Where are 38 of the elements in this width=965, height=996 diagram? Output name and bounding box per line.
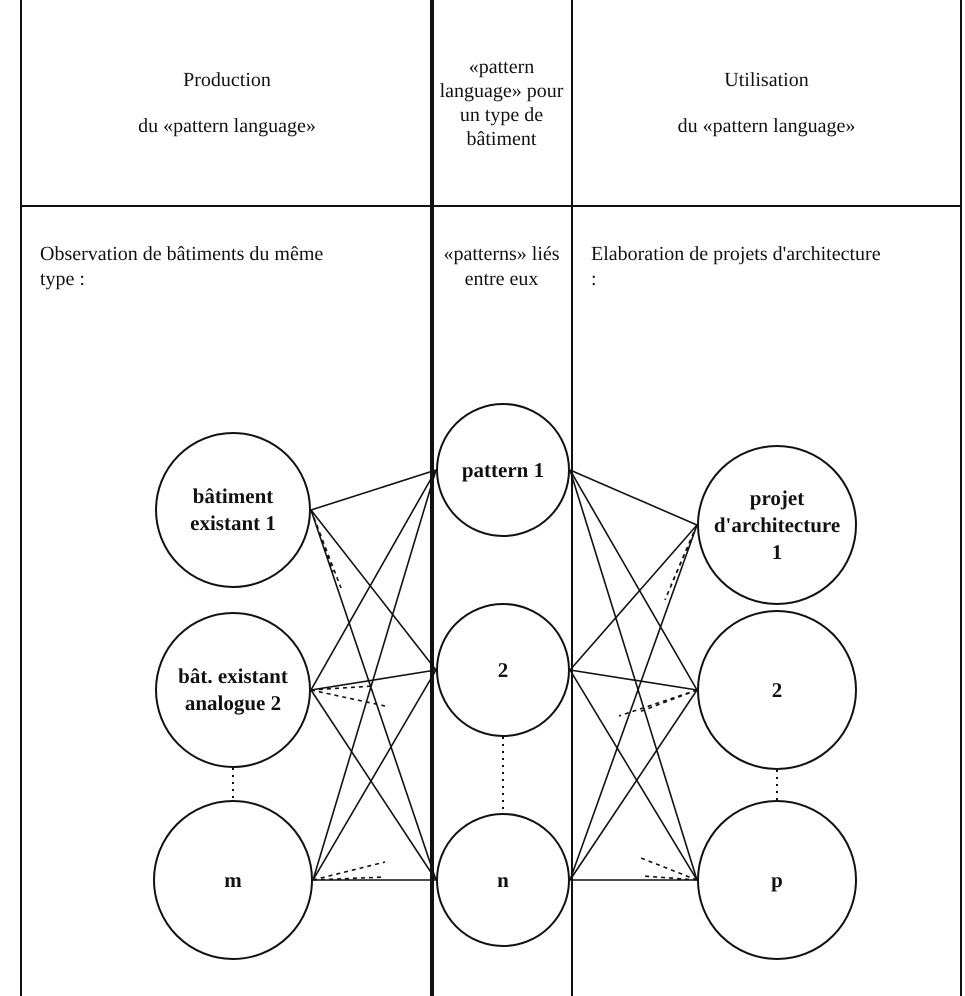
connector-line [310, 669, 436, 691]
circle-label: bât. existant analogue 2 [177, 663, 289, 717]
circle-label: 2 [770, 676, 784, 704]
circle-label: bâtiment existant 1 [189, 483, 277, 537]
connector-line [310, 510, 437, 670]
dashed-stub-line [310, 689, 386, 707]
circle-label: p [770, 866, 784, 894]
column-subheading: Elaboration de projets d'architecture : [591, 242, 882, 292]
dotted-line [776, 770, 778, 800]
dashed-stub-line [670, 524, 698, 586]
column-panel [430, 0, 573, 996]
connector-line [569, 524, 698, 671]
column-panel [20, 0, 434, 996]
circle-label: n [496, 866, 510, 894]
circle-label: pattern 1 [460, 456, 546, 484]
column-panel [571, 0, 962, 996]
dashed-stub-line [640, 857, 698, 881]
connector-line [569, 470, 698, 690]
connector-line [310, 470, 437, 690]
column-subheading: Observation de bâtiments du même type : [40, 242, 324, 292]
column-heading: Production [183, 68, 271, 92]
column-heading: du «pattern language» [678, 114, 856, 138]
dashed-stub-line [310, 510, 334, 572]
column-subheading: «patterns» liés entre eux [442, 242, 561, 292]
circle-label: projet d'architecture 1 [712, 484, 842, 566]
dotted-line [232, 768, 234, 800]
dashed-stub-line [618, 689, 698, 717]
connector-line [310, 469, 436, 511]
column-heading: Utilisation [724, 68, 809, 92]
dashed-stub-line [642, 875, 698, 881]
connector-line [570, 469, 698, 526]
connector-line [313, 879, 436, 881]
connector-line [570, 879, 697, 881]
circle-label: m [223, 866, 243, 894]
column-heading: du «pattern language» [138, 114, 316, 138]
dashed-stub-line [312, 861, 386, 881]
column-heading: «pattern language» pour un type de bâtiment [438, 54, 564, 150]
circle-label: 2 [496, 656, 510, 684]
